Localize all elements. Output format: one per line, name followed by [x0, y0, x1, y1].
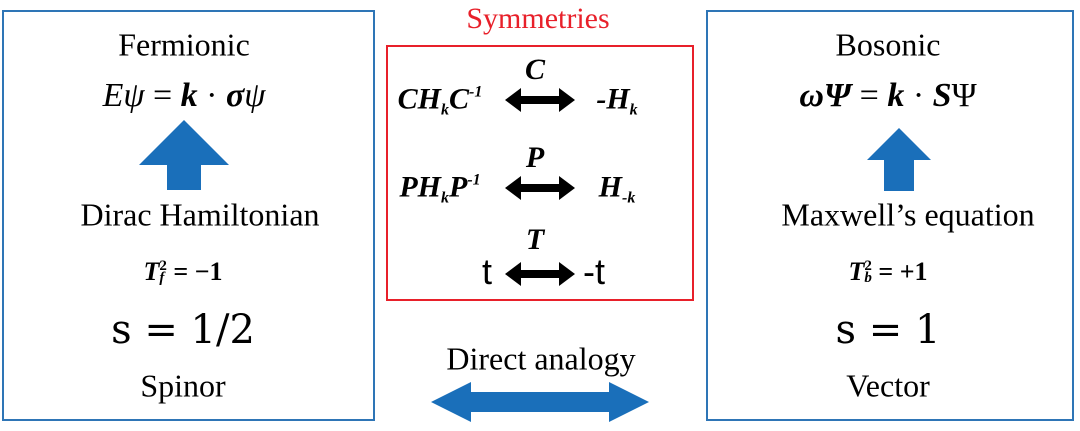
c-rhs: -Hk — [596, 82, 638, 119]
symmetries-title: Symmetries — [466, 2, 610, 35]
p-operator-label: P — [525, 141, 545, 174]
analogy-double-arrow-icon — [431, 382, 649, 422]
up-arrow-icon — [867, 128, 931, 191]
vector-label: Vector — [846, 367, 930, 404]
maxwell-label: Maxwell’s equation — [781, 196, 1035, 233]
fermionic-box — [2, 10, 375, 421]
boson-spin: s = 1 — [835, 307, 941, 353]
spinor-label: Spinor — [140, 367, 226, 404]
bosonic-title: Bosonic — [835, 26, 941, 63]
double-arrow-icon — [505, 262, 575, 286]
t-operator-label: T — [525, 223, 545, 256]
t-rhs: -t — [583, 251, 605, 292]
c-operator-label: C — [524, 53, 546, 86]
p-lhs: PHkP-1 — [399, 170, 481, 207]
direct-analogy-label: Direct analogy — [446, 340, 636, 377]
double-arrow-icon — [505, 88, 575, 112]
dirac-equation: Eψ = k · σψ — [102, 77, 266, 114]
fermionic-title: Fermionic — [118, 26, 250, 63]
double-arrow-icon — [505, 176, 575, 200]
up-arrow-icon — [139, 120, 229, 190]
c-lhs: CHkC-1 — [397, 82, 483, 119]
maxwell-equation: ωΨ = k · SΨ — [799, 77, 977, 114]
fermion-spin: s = 1/2 — [111, 307, 255, 353]
bosonic-box — [706, 10, 1074, 421]
t-lhs: t — [481, 251, 493, 292]
p-rhs: H-k — [598, 170, 636, 207]
symmetries-box — [386, 45, 694, 301]
dirac-hamiltonian-label: Dirac Hamiltonian — [80, 196, 320, 233]
